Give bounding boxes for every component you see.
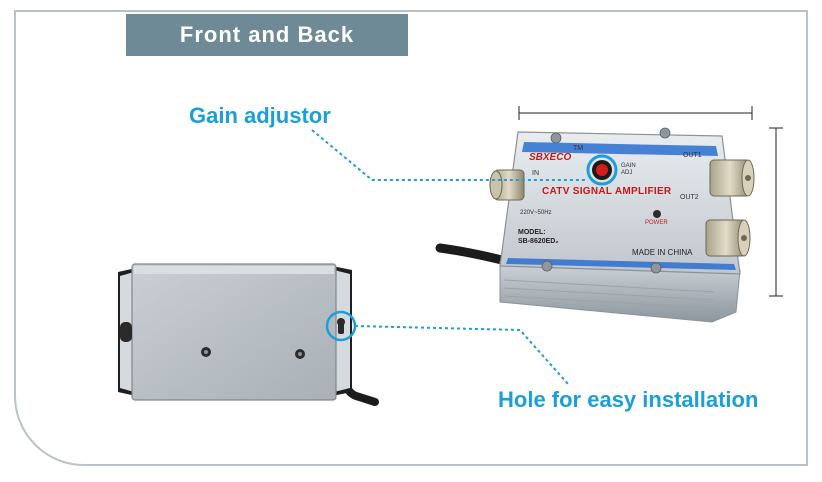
origin-label: MADE IN CHINA <box>632 248 693 257</box>
model-block: MODEL: SB-8620ED₂ <box>518 228 558 246</box>
front-cable <box>435 243 515 267</box>
in-port-label: IN <box>532 170 539 177</box>
in-connector <box>489 169 525 201</box>
width-dimension-line <box>518 106 753 120</box>
gain-knob <box>586 154 618 186</box>
keyhole-left <box>120 322 132 342</box>
gain-adj-label: GAIN ADJ <box>621 163 636 176</box>
title-banner: Front and Back <box>126 14 408 56</box>
brand-logo-text: SBXECO <box>529 152 572 163</box>
front-device <box>489 127 755 323</box>
model-label: MODEL: <box>518 229 546 236</box>
power-led <box>653 210 661 218</box>
gain-callout-line <box>311 129 588 181</box>
out1-port-label: OUT1 <box>683 152 702 159</box>
voltage-label: 220V~50Hz <box>520 210 552 216</box>
installation-hole-callout: Hole for easy installation <box>498 387 759 412</box>
trademark-mark: TM <box>573 145 584 152</box>
back-device <box>118 263 379 406</box>
gain-adjustor-callout: Gain adjustor <box>189 103 331 128</box>
hole-callout-line <box>354 325 569 385</box>
out2-connector <box>705 219 751 257</box>
out1-connector <box>709 159 755 197</box>
power-label: POWER <box>645 220 668 226</box>
out2-port-label: OUT2 <box>680 194 699 201</box>
height-dimension-line <box>769 127 783 297</box>
model-number: SB-8620ED₂ <box>518 238 559 245</box>
product-name-label: CATV SIGNAL AMPLIFIER <box>542 186 672 197</box>
